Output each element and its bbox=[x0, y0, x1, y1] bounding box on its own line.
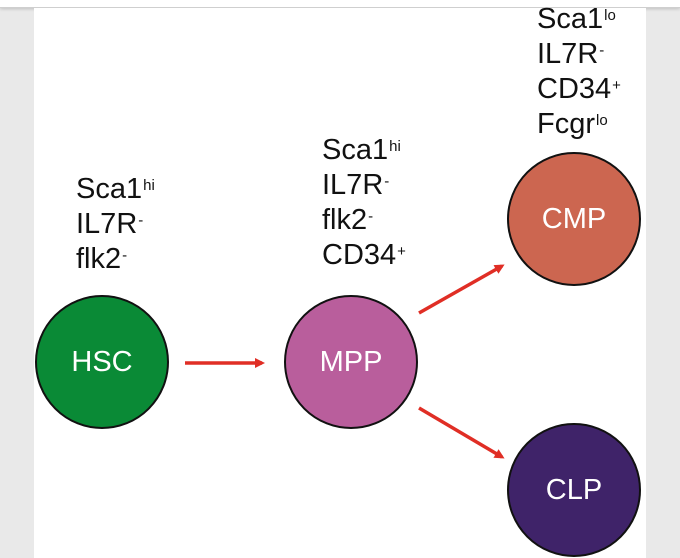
cmp-marker-il7r: IL7R- bbox=[537, 38, 605, 70]
cmp-marker-sca1: Sca1lo bbox=[537, 3, 616, 35]
hsc-markers: Sca1hi IL7R- flk2- bbox=[76, 172, 155, 277]
hsc-cell: HSC bbox=[35, 295, 169, 429]
hsc-marker-sca1: Sca1hi bbox=[76, 173, 155, 205]
hsc-marker-il7r: IL7R- bbox=[76, 208, 144, 240]
cmp-markers: Sca1lo IL7R- CD34+ Fcgrlo bbox=[537, 2, 621, 142]
cmp-label: CMP bbox=[541, 202, 607, 235]
mpp-markers: Sca1hi IL7R- flk2- CD34+ bbox=[322, 133, 406, 273]
mpp-marker-cd34: CD34+ bbox=[322, 239, 406, 271]
mpp-marker-flk2: flk2- bbox=[322, 204, 374, 236]
mpp-marker-il7r: IL7R- bbox=[322, 169, 390, 201]
cmp-cell: CMP bbox=[507, 152, 641, 286]
mpp-label: MPP bbox=[319, 345, 383, 378]
hsc-label: HSC bbox=[71, 345, 133, 378]
mpp-cell: MPP bbox=[284, 295, 418, 429]
clp-label: CLP bbox=[545, 473, 603, 506]
hsc-marker-flk2: flk2- bbox=[76, 243, 128, 275]
cmp-marker-fcgr: Fcgrlo bbox=[537, 108, 608, 140]
cmp-marker-cd34: CD34+ bbox=[537, 73, 621, 105]
top-bar bbox=[0, 0, 680, 8]
clp-cell: CLP bbox=[507, 423, 641, 557]
mpp-marker-sca1: Sca1hi bbox=[322, 134, 401, 166]
